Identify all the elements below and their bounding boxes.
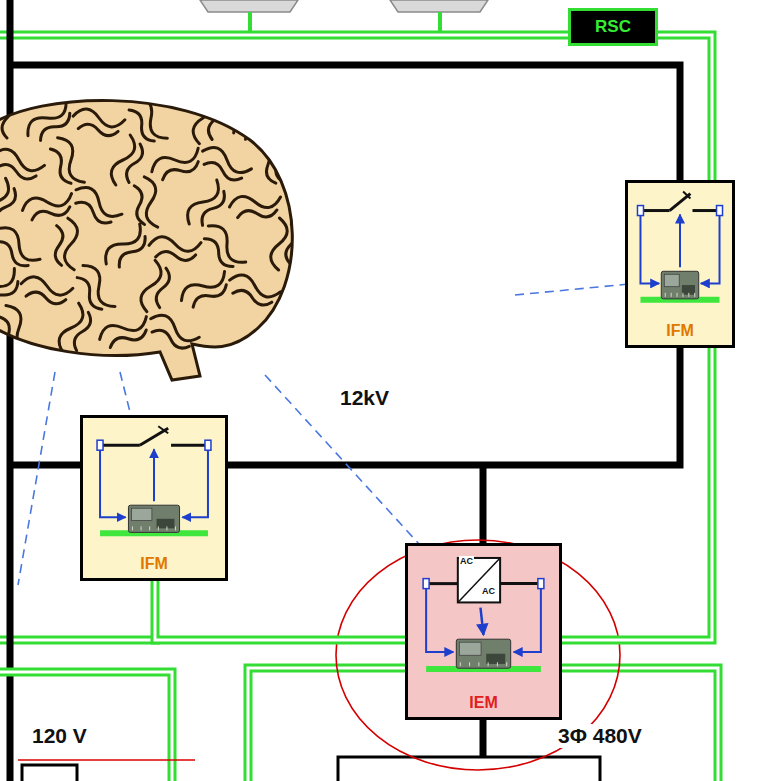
comm-link-outer [658,35,712,180]
device-label: IFM [666,322,694,340]
comm-link-outer [562,348,712,640]
comm-region [0,668,718,781]
comm-link [658,35,712,180]
device-symbol [423,558,544,669]
voltage-label: 12kV [338,386,391,410]
controller-box: RSC [568,8,658,46]
device-symbol [408,546,559,717]
voltage-label: 120 V [30,724,89,748]
symbol-label: AC [481,586,496,596]
comm-link-inner [562,348,712,640]
device-label: IEM [469,694,497,712]
comm-link [562,348,712,640]
comm-link-inner [658,35,712,180]
device-symbol [628,183,732,345]
red-rule [18,759,195,761]
brain-illustration [0,91,297,380]
device-label: RSC [595,18,631,37]
comm-link-inner [155,581,405,640]
device-symbol [97,426,211,533]
comm-link [155,581,405,640]
device-symbol [637,192,722,300]
device-box: IEM [405,543,562,720]
monitor-icon [200,0,488,32]
device-symbol [83,418,225,578]
device-label: IFM [140,555,168,573]
device-box: IFM [625,180,735,348]
device-box: IFM [80,415,228,581]
voltage-label: 3Φ 480V [556,724,644,748]
comm-link-outer [155,581,405,640]
symbol-label: AC [459,556,474,566]
